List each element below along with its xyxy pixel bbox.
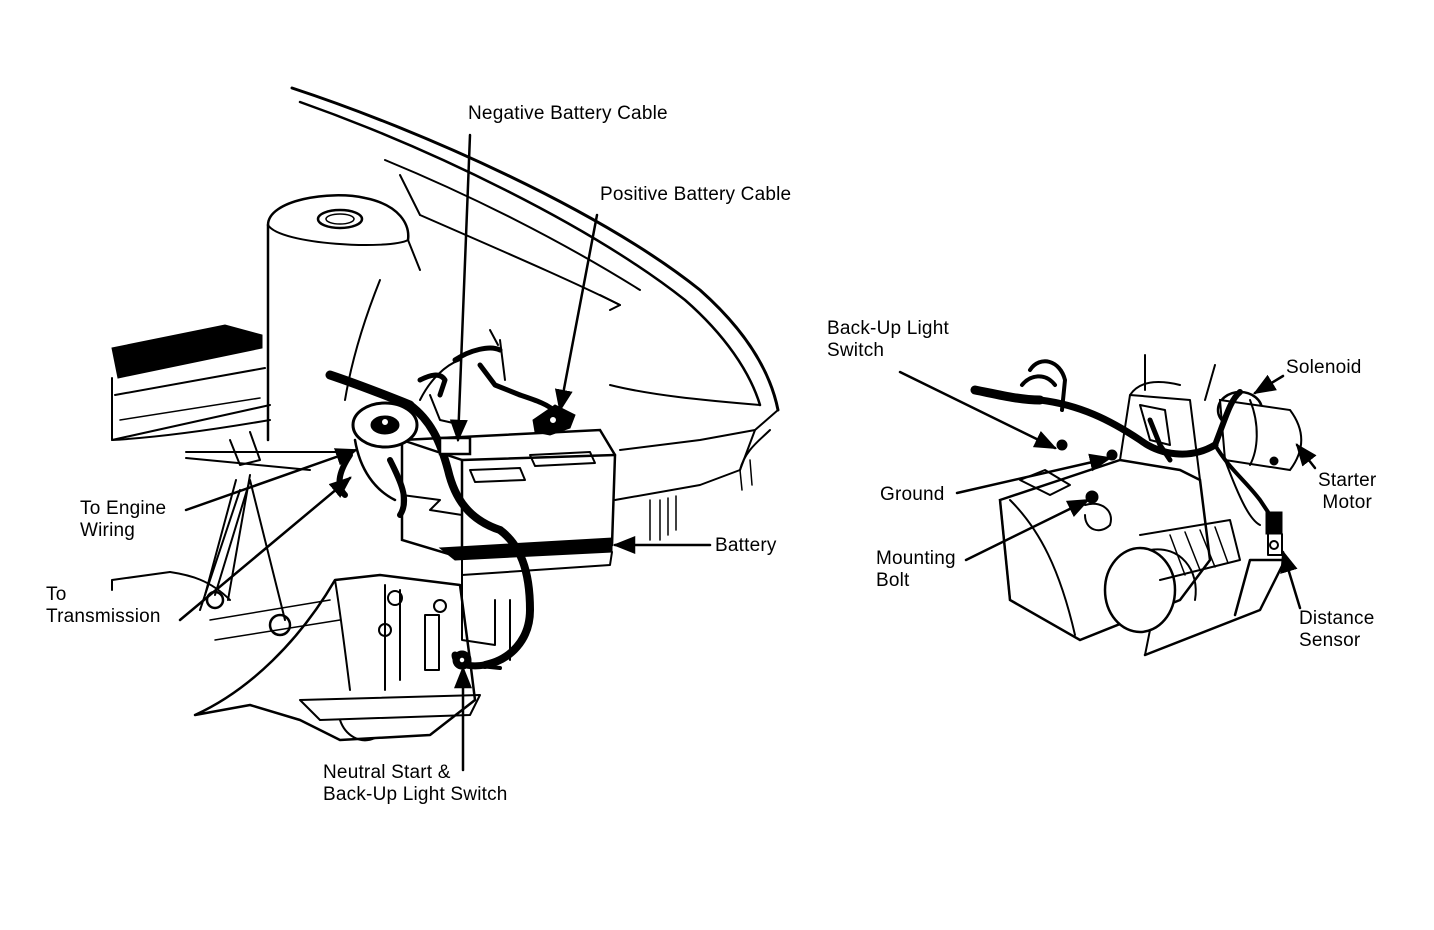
right-view-leader-lines <box>898 370 1317 610</box>
starter-illustration <box>970 354 1303 657</box>
left-view-leader-lines <box>178 133 712 772</box>
neutral-start-switch-label: Neutral Start & Back-Up Light Switch <box>323 762 508 805</box>
engine-compartment-illustration <box>111 86 780 742</box>
solenoid-label: Solenoid <box>1286 357 1362 378</box>
distance-sensor-label: Distance Sensor <box>1299 608 1375 651</box>
to-engine-wiring-label: To Engine Wiring <box>80 498 167 541</box>
battery-label: Battery <box>715 535 777 556</box>
mounting-bolt-label: Mounting Bolt <box>876 548 956 591</box>
back-up-light-switch-label: Back-Up Light Switch <box>827 318 949 361</box>
ground-label: Ground <box>880 484 945 505</box>
negative-battery-cable-label: Negative Battery Cable <box>468 103 668 124</box>
starter-motor-label: Starter Motor <box>1318 470 1377 513</box>
positive-battery-cable-label: Positive Battery Cable <box>600 184 792 205</box>
to-transmission-label: To Transmission <box>46 584 161 627</box>
